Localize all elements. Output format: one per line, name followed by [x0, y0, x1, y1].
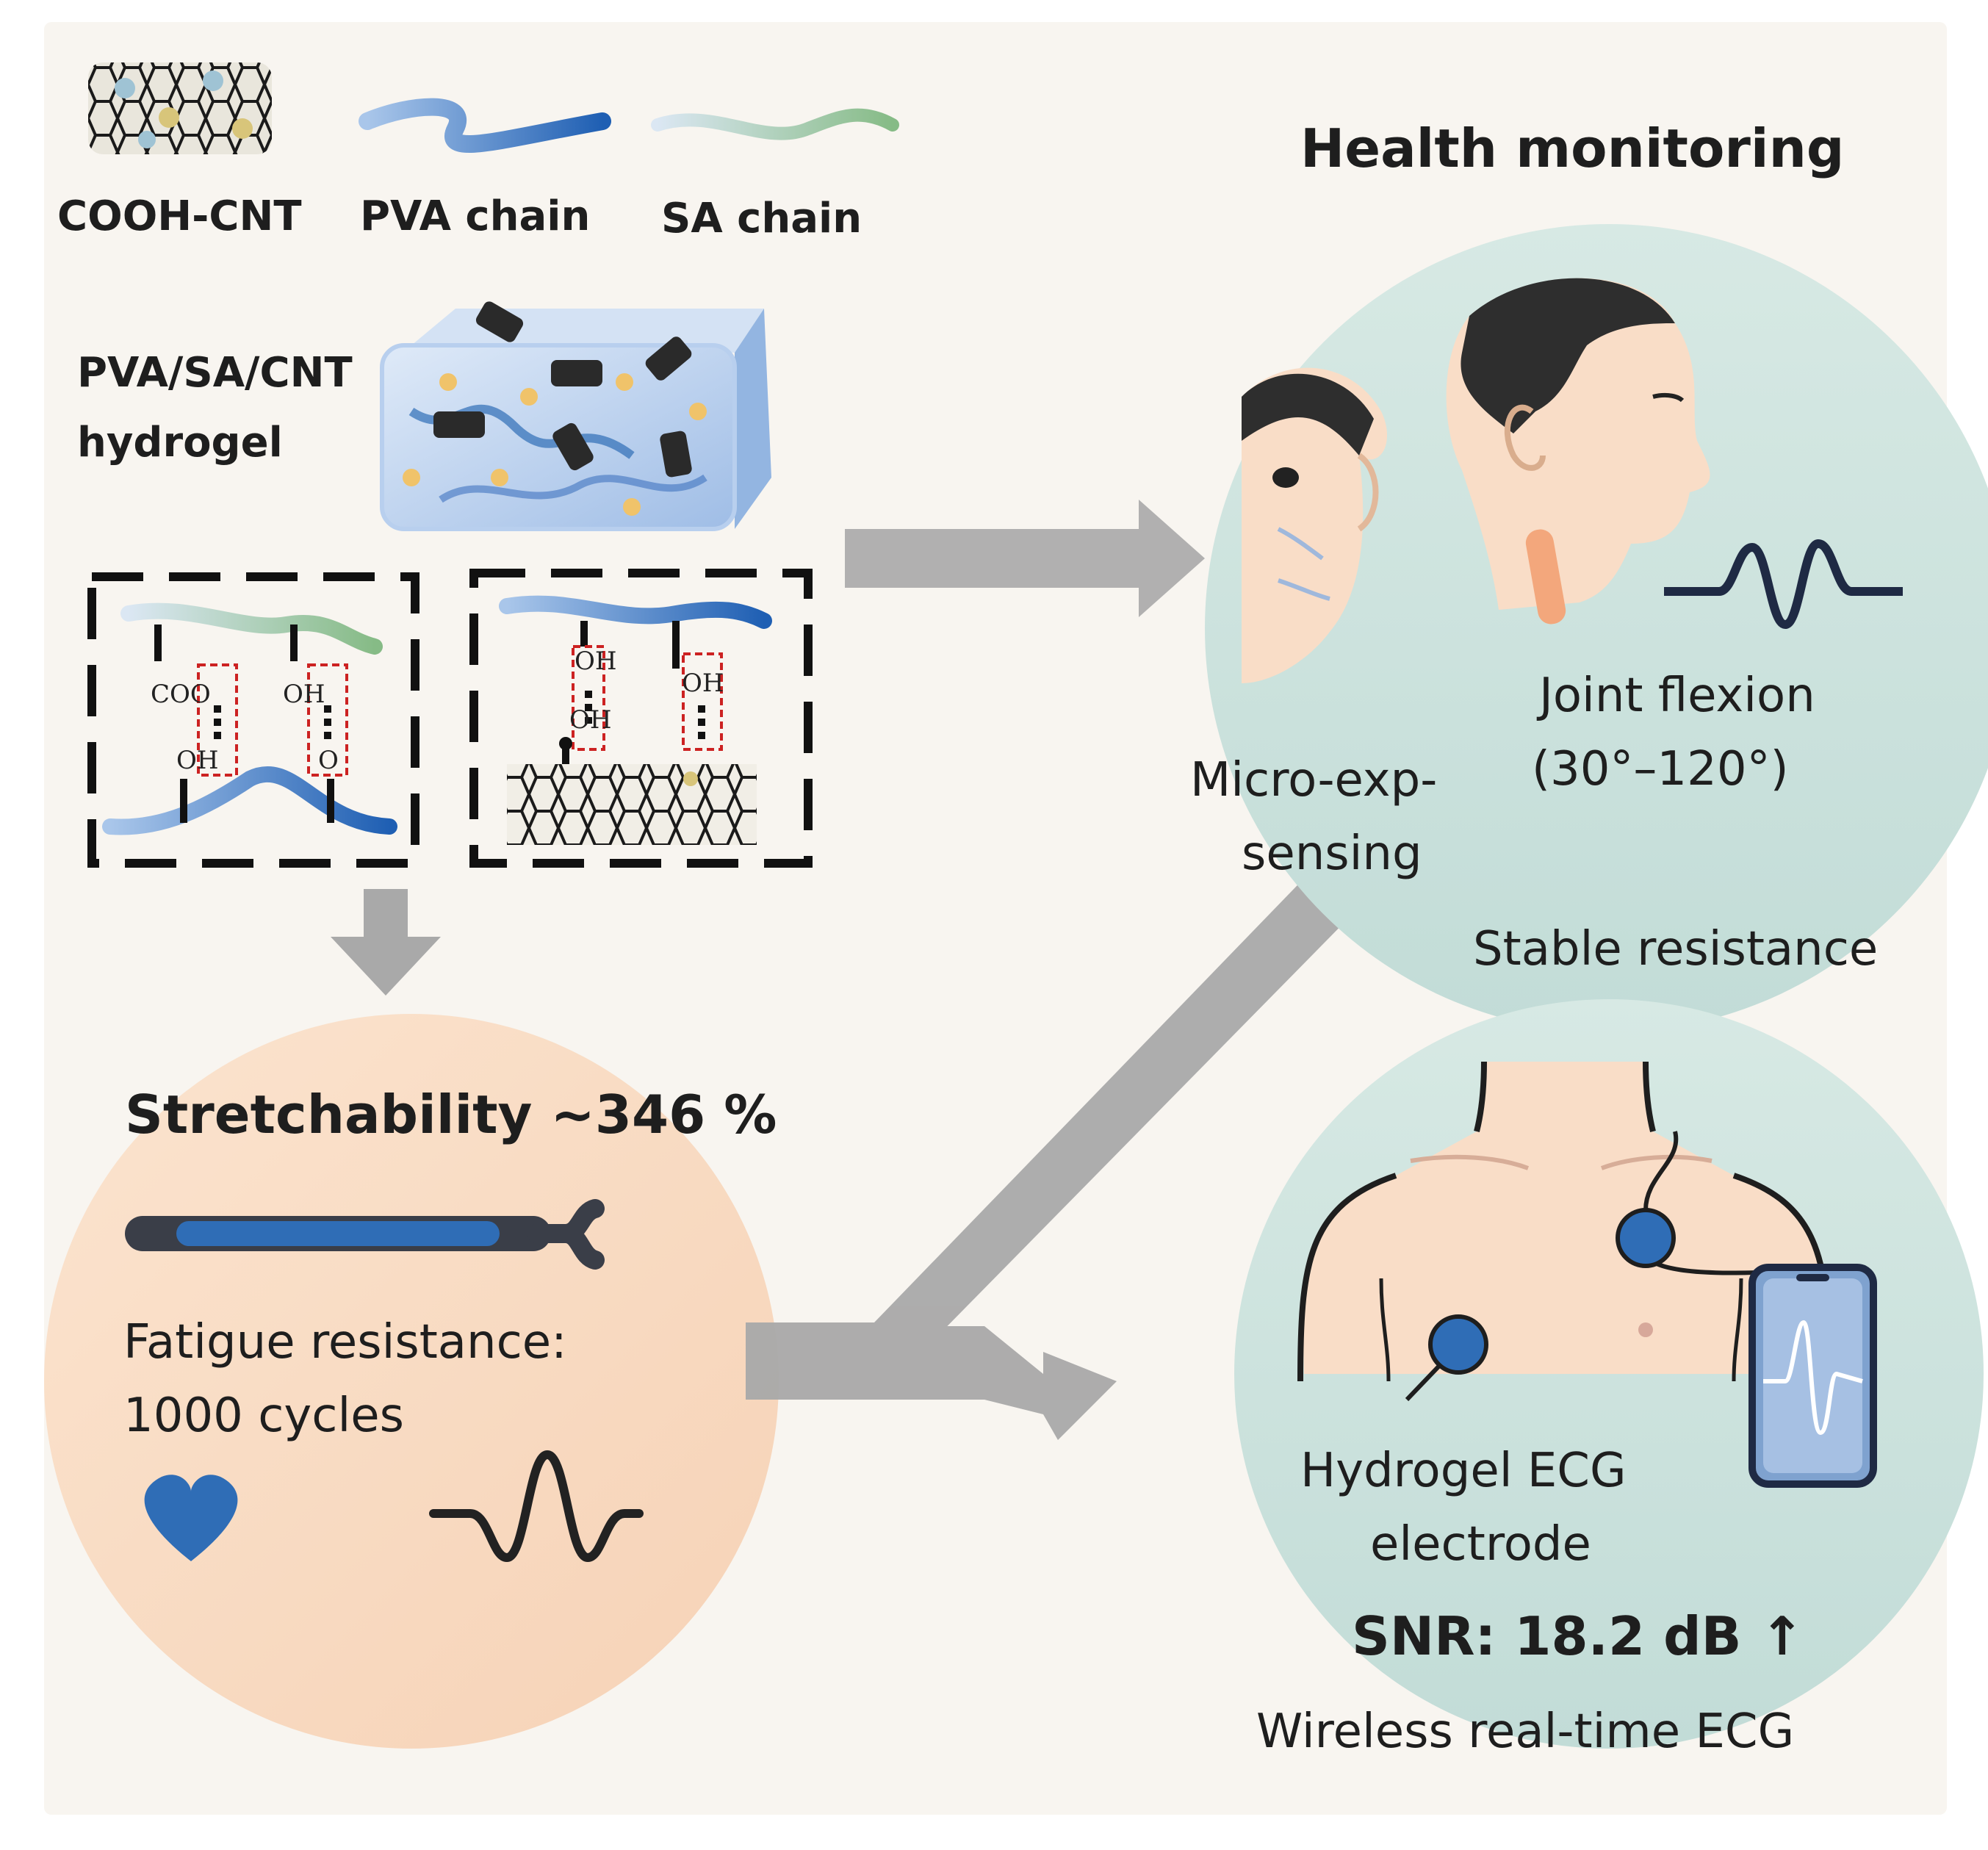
ecg-electrode-label-line1: Hydrogel ECG	[1300, 1444, 1627, 1498]
heart-icon	[144, 1475, 238, 1561]
sa-label: SA chain	[661, 195, 862, 242]
pva-chain-icon	[359, 98, 611, 153]
pva-label: PVA chain	[360, 192, 591, 240]
electrode-icon	[1405, 1131, 1815, 1402]
bond-label-oh: OH	[176, 746, 219, 775]
bond-label-oh: OH	[283, 680, 325, 709]
hydrogel-label-line2: hydrogel	[77, 419, 283, 467]
cnt-legend-icon	[88, 62, 272, 154]
branch-arrow	[746, 867, 1359, 1440]
hydrogel-label-line1: PVA/SA/CNT	[77, 349, 353, 397]
properties-circle	[44, 1014, 779, 1749]
bond-label-oh: OH	[575, 647, 617, 676]
waveform-icon	[429, 1450, 644, 1562]
snr-label: SNR: 18.2 dB ↑	[1352, 1605, 1804, 1667]
stretchability-label: Stretchability ~346 %	[125, 1084, 777, 1145]
down-arrow	[331, 889, 441, 996]
stretch-bar-icon	[125, 1199, 605, 1270]
wireless-ecg-label: Wireless real-time ECG	[1256, 1705, 1795, 1759]
bond-box-left	[87, 572, 419, 868]
bond-label-oh: OH	[569, 705, 612, 735]
ecg-electrode-label-line2: electrode	[1370, 1517, 1591, 1572]
phone-icon	[1748, 1264, 1877, 1488]
bond-label-oh: OH	[682, 669, 724, 698]
head-icon	[1446, 278, 1710, 625]
joint-flexion-label-line1: Joint flexion	[1539, 669, 1815, 723]
health-monitoring-circle	[1205, 224, 1988, 1032]
signal-wave-icon	[1664, 539, 1903, 629]
micro-exp-label-line1: Micro-exp-	[1190, 753, 1438, 807]
micro-exp-label-line2: sensing	[1242, 827, 1422, 881]
face-icon	[1242, 367, 1388, 683]
bond-box-right	[469, 569, 813, 868]
hydrogel-cube-icon	[380, 301, 771, 531]
health-monitoring-title: Health monitoring	[1300, 118, 1845, 179]
bond-label-o: O	[318, 746, 339, 775]
stable-resistance-label: Stable resistance	[1473, 922, 1879, 976]
cnt-label: COOH-CNT	[57, 192, 302, 240]
fatigue-label-line1: Fatigue resistance:	[123, 1315, 567, 1369]
right-arrow-top	[845, 500, 1205, 617]
bond-label-coo: COO	[151, 680, 211, 709]
joint-flexion-label-line2: (30°–120°)	[1532, 742, 1789, 796]
fatigue-label-line2: 1000 cycles	[123, 1389, 404, 1443]
sa-chain-icon	[651, 108, 899, 140]
